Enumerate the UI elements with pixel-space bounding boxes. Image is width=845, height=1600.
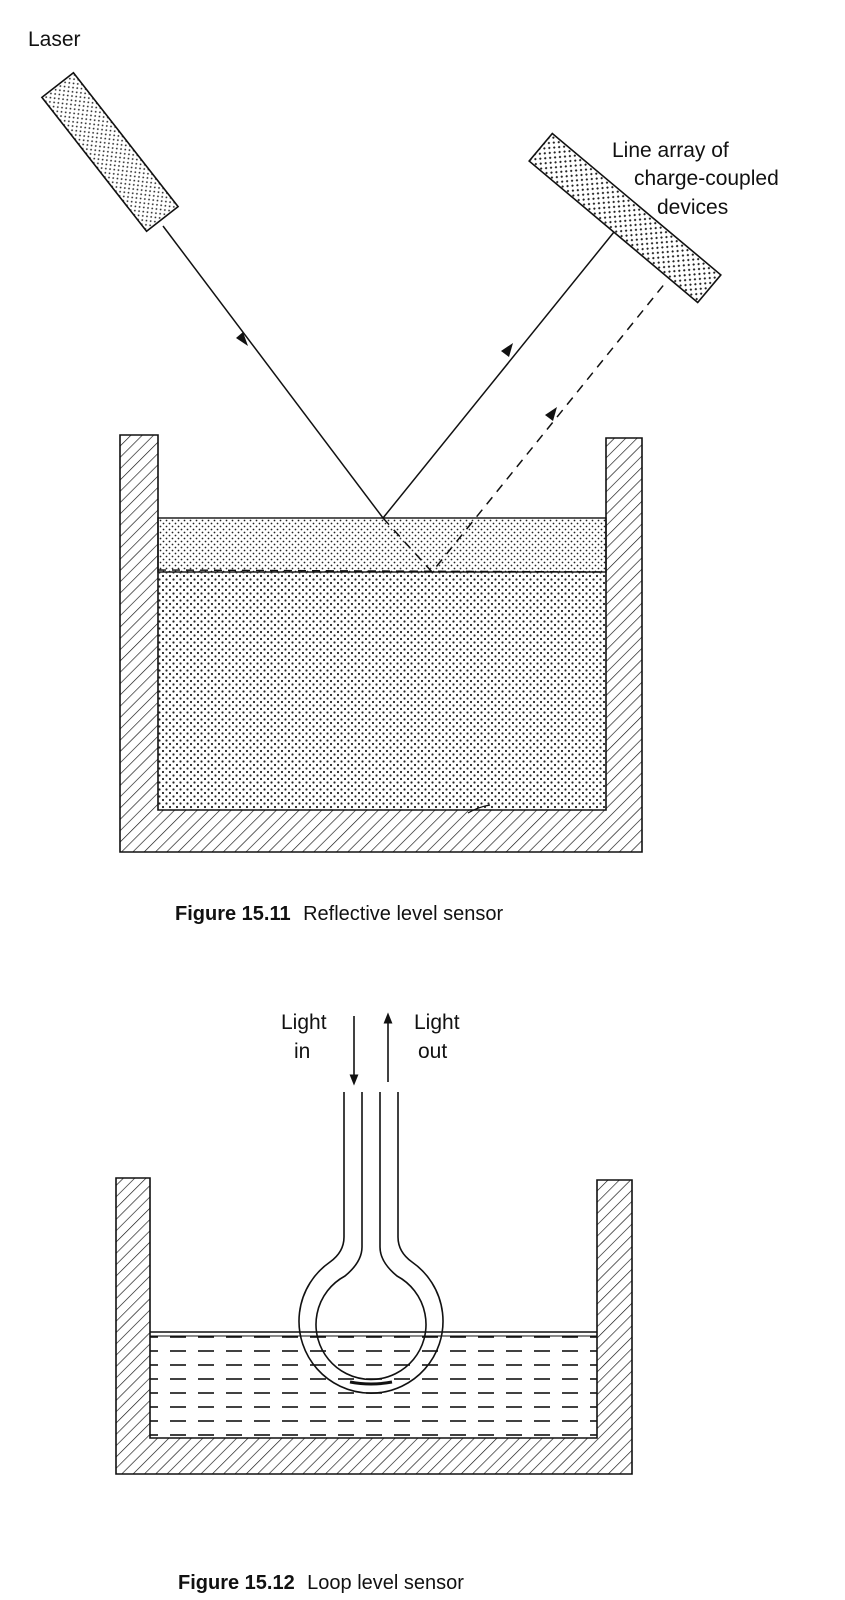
figure-15-11-number: Figure 15.11 — [175, 903, 291, 925]
light-out-label-line1: Light — [414, 1011, 460, 1034]
ccd-label-line2: charge-coupled — [634, 167, 779, 190]
figure-15-12-caption: Figure 15.12 Loop level sensor — [178, 1572, 464, 1594]
tank-walls-fig12 — [115, 1177, 633, 1475]
laser-body — [40, 71, 180, 233]
laser-label: Laser — [28, 28, 81, 51]
incident-beam-arrow — [236, 332, 248, 346]
light-in-label-line1: Light — [281, 1011, 327, 1034]
figure-15-12-number: Figure 15.12 — [178, 1572, 295, 1594]
liquid-lower-body — [158, 572, 606, 810]
fiber-optic-loop — [298, 1092, 444, 1394]
liquid-fig12 — [150, 1333, 597, 1438]
incident-beam — [162, 225, 384, 519]
reflected-beam-upper — [382, 231, 615, 519]
figure-15-11-caption: Figure 15.11 Reflective level sensor — [175, 903, 504, 925]
light-out-label-line2: out — [418, 1040, 447, 1063]
reflected-beam-lower-arrow — [545, 407, 557, 421]
reflected-beam-upper-arrow — [501, 343, 513, 357]
ccd-label-line3: devices — [657, 196, 728, 219]
light-in-label-line2: in — [294, 1040, 310, 1063]
ccd-label-line1: Line array of — [612, 139, 729, 162]
figure-reflective-level-sensor: Laser Line array of charge-coupled devic… — [28, 28, 779, 925]
figure-15-12-title: Loop level sensor — [307, 1572, 464, 1594]
figure-loop-level-sensor: Light in Light out Figure 15.12 Loop lev… — [115, 1011, 633, 1594]
liquid-upper-layer — [157, 517, 607, 573]
figure-15-11-title: Reflective level sensor — [303, 903, 503, 925]
reflected-beam-lower-dashed — [382, 281, 667, 574]
lower-level-dashed-line — [157, 569, 607, 573]
tank-bottom-mark — [467, 804, 491, 814]
